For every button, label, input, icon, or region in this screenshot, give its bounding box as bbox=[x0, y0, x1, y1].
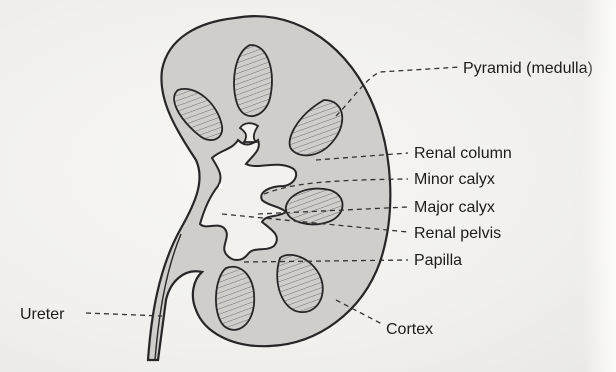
label-papilla: Papilla bbox=[414, 252, 462, 269]
speck bbox=[219, 184, 223, 188]
label-minor-calyx: Minor calyx bbox=[414, 171, 495, 188]
label-renal-pelvis: Renal pelvis bbox=[414, 225, 501, 242]
pyramid-top bbox=[234, 45, 272, 116]
label-cortex: Cortex bbox=[386, 321, 433, 338]
leader-ureter bbox=[86, 313, 162, 316]
label-renal-column: Renal column bbox=[414, 145, 512, 162]
label-ureter: Ureter bbox=[20, 306, 65, 323]
pyramid-lower-left bbox=[216, 267, 254, 330]
label-major-calyx: Major calyx bbox=[414, 199, 495, 216]
label-pyramid: Pyramid (medulla) bbox=[463, 60, 593, 77]
